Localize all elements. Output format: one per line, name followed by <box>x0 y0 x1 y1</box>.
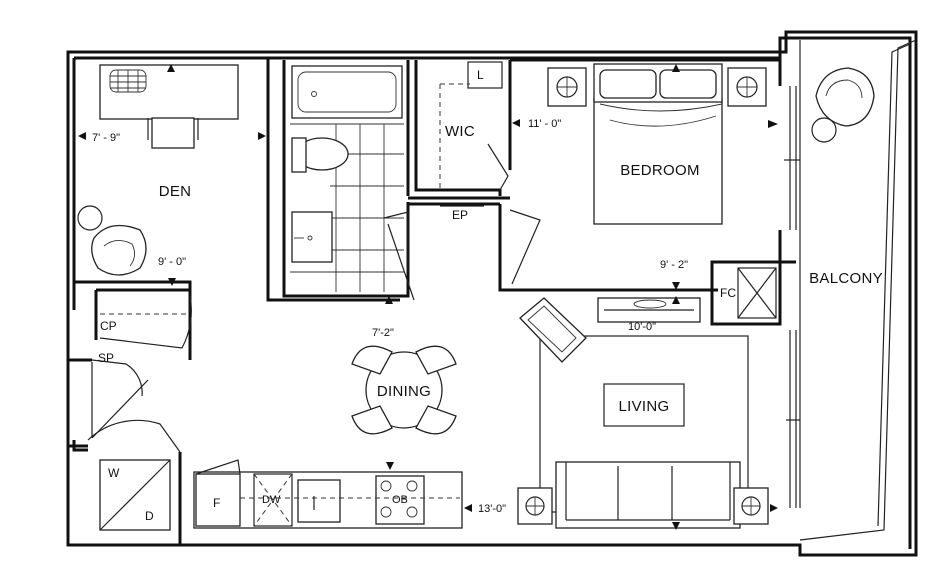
washer-tag: W <box>108 466 120 480</box>
bathtub <box>291 65 403 119</box>
entry-closets: CP SP <box>66 288 192 439</box>
bedroom-width-dim: 11' - 0" <box>528 118 561 130</box>
balcony-chair <box>815 67 875 127</box>
fan-coil: FC <box>710 260 782 326</box>
den: DEN 7' - 9" 9' - 0" <box>72 58 400 310</box>
dishwasher <box>253 473 293 527</box>
exterior-walls <box>66 30 918 557</box>
dining-label: DINING <box>377 383 431 400</box>
coffee-table <box>603 383 685 427</box>
side-table <box>77 205 103 231</box>
den-armchair <box>91 224 147 276</box>
pillow-right <box>659 69 717 99</box>
walk-in-closet: L WIC EP <box>387 60 541 301</box>
living-label: LIVING <box>619 398 670 415</box>
oven-range <box>375 475 425 525</box>
fridge-tag: F <box>213 496 220 510</box>
bed <box>593 97 723 225</box>
kitchen: F DW OB 13'-0" <box>193 459 506 529</box>
laundry: W D <box>68 419 182 545</box>
bedroom: BEDROOM 11' - 0" 9' - 2" <box>498 58 800 292</box>
bathroom <box>282 60 410 304</box>
storage-tag: SP <box>98 351 114 365</box>
sink <box>297 479 341 523</box>
balcony-label: BALCONY <box>809 270 883 287</box>
living: 10'-0" LIVING <box>517 296 778 530</box>
dishwasher-tag: DW <box>262 494 281 506</box>
dryer-tag: D <box>145 509 154 523</box>
den-label: DEN <box>159 183 192 200</box>
balcony-table <box>811 117 837 143</box>
living-width-dim: 13'-0" <box>478 503 506 515</box>
toilet-tank <box>291 137 307 173</box>
bedroom-label: BEDROOM <box>620 162 700 179</box>
den-width-dim: 7' - 9" <box>92 132 120 144</box>
dining: DINING 7'-2" <box>351 327 457 435</box>
dining-chairs <box>351 345 457 435</box>
dining-table <box>365 351 443 429</box>
oven-tag: OB <box>392 494 408 506</box>
bedroom-length-dim: 9' - 2" <box>660 259 688 271</box>
desk-chair <box>151 117 195 149</box>
sofa <box>555 461 741 529</box>
fan-coil-tag: FC <box>720 286 736 300</box>
dining-dim: 7'-2" <box>372 327 394 339</box>
fridge <box>195 473 241 527</box>
pillow-left <box>599 69 657 99</box>
linen-tag: L <box>477 68 484 82</box>
balcony: BALCONY <box>786 67 883 508</box>
den-length-dim: 9' - 0" <box>158 256 186 268</box>
balcony-outline <box>799 39 917 541</box>
living-armchair <box>519 297 587 363</box>
living-length-dim: 10'-0" <box>628 321 656 333</box>
wic-label: WIC <box>445 123 475 140</box>
electrical-panel-tag: EP <box>452 208 468 222</box>
coat-closet-tag: CP <box>100 319 117 333</box>
